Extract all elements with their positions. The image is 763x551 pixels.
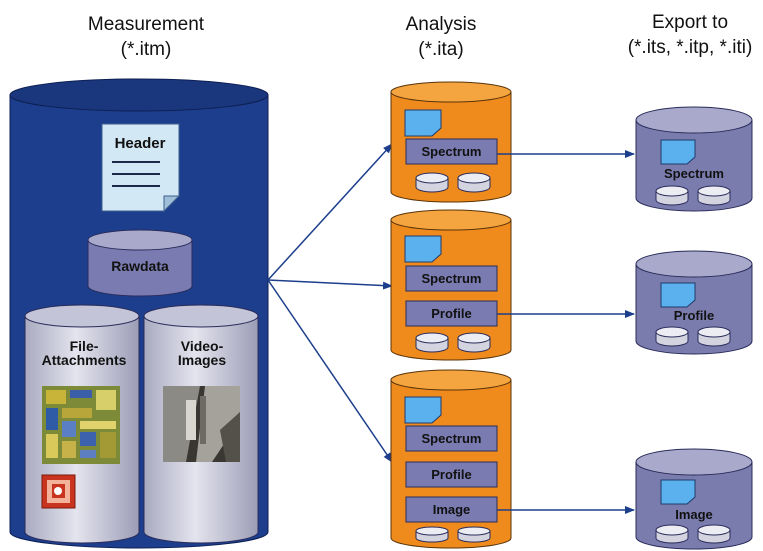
mini-disks — [415, 332, 491, 353]
arrow-to-analysis-1 — [267, 143, 393, 281]
export-cylinder-profile: Profile — [635, 250, 753, 355]
file-icon — [660, 282, 696, 308]
analysis-extension: (*.ita) — [418, 39, 463, 60]
measurement-cylinder: Header Rawdata File- Attachments — [9, 78, 269, 549]
rawdata-label: Rawdata — [111, 258, 169, 274]
video-images-label-line2: Images — [178, 352, 226, 368]
analysis-1-item-spectrum: Spectrum — [422, 144, 482, 159]
arrow-to-analysis-3 — [267, 279, 393, 463]
analysis-title: Analysis — [406, 14, 477, 35]
arrow-to-analysis-2 — [267, 279, 393, 290]
file-attachments-label-line2: Attachments — [42, 352, 127, 368]
analysis-cylinder-3: Spectrum Profile Image — [390, 369, 512, 549]
measurement-to-analysis-arrows — [267, 143, 393, 463]
mini-disks — [415, 172, 491, 193]
header-label: Header — [115, 135, 166, 152]
rawdata-cylinder — [87, 229, 193, 297]
file-icon — [660, 479, 696, 505]
header-document-icon — [101, 123, 181, 213]
export-extension: (*.its, *.itp, *.iti) — [628, 37, 753, 58]
export-label-image: Image — [675, 507, 713, 522]
presentation-file-icon — [41, 474, 76, 509]
analysis-3-item-profile: Profile — [431, 467, 471, 482]
analysis-item-box — [405, 461, 498, 488]
header-measurement: Measurement (*.itm) — [88, 14, 205, 60]
analysis-3-item-spectrum: Spectrum — [422, 431, 482, 446]
file-icon — [404, 109, 442, 137]
analysis-2-item-spectrum: Spectrum — [422, 271, 482, 286]
analysis-item-box — [405, 138, 498, 165]
chip-layout-thumbnail — [42, 386, 120, 464]
header-analysis: Analysis (*.ita) — [406, 14, 477, 60]
analysis-item-box — [405, 300, 498, 327]
analysis-item-box — [405, 496, 498, 523]
analysis-3-item-image: Image — [433, 502, 471, 517]
export-cylinder-image: Image — [635, 448, 753, 550]
mini-disks — [655, 185, 731, 206]
analysis-item-box — [405, 425, 498, 452]
file-icon — [660, 139, 696, 165]
measurement-extension: (*.itm) — [121, 39, 172, 60]
analysis-to-export-arrows — [497, 150, 635, 514]
measurement-title: Measurement — [88, 14, 205, 35]
video-still-thumbnail — [163, 386, 240, 462]
analysis-cylinder-2: Spectrum Profile — [390, 209, 512, 361]
analysis-2-item-profile: Profile — [431, 306, 471, 321]
mini-disks — [655, 326, 731, 347]
analysis-cylinder-1: Spectrum — [390, 81, 512, 203]
mini-disks — [415, 526, 491, 543]
export-cylinder-spectrum: Spectrum — [635, 106, 753, 212]
video-images-label-line1: Video- — [181, 338, 224, 354]
header-export: Export to (*.its, *.itp, *.iti) — [628, 12, 753, 58]
mini-disks — [655, 524, 731, 544]
analysis-item-box — [405, 265, 498, 292]
export-title: Export to — [652, 12, 728, 33]
export-label-profile: Profile — [674, 308, 714, 323]
file-icon — [404, 396, 442, 424]
export-label-spectrum: Spectrum — [664, 166, 724, 181]
file-attachments-label-line1: File- — [70, 338, 99, 354]
file-icon — [404, 235, 442, 263]
